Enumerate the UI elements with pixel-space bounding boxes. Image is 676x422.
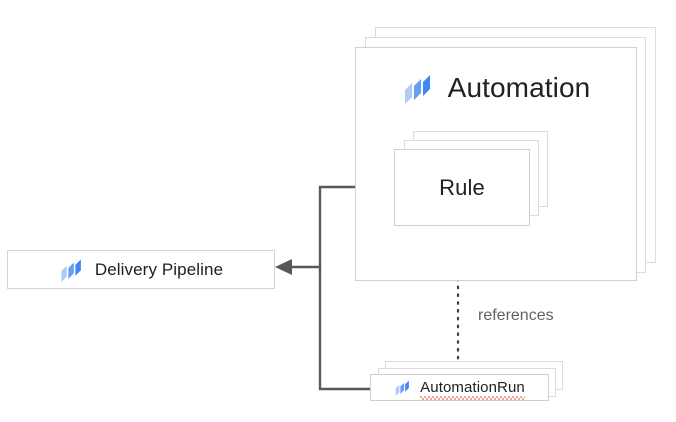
cloud-deploy-icon [394, 379, 411, 396]
delivery-pipeline-label-row: Delivery Pipeline [8, 251, 274, 288]
delivery-pipeline-label: Delivery Pipeline [94, 259, 224, 279]
cloud-deploy-icon [59, 257, 84, 282]
delivery-pipeline-card[interactable]: Delivery Pipeline [7, 250, 275, 289]
automationrun-label-row: AutomationRun [371, 375, 548, 400]
automation-title-row: Automation [355, 62, 637, 114]
automationrun-label: AutomationRun [420, 379, 525, 400]
automationrun-card[interactable]: AutomationRun [370, 374, 549, 401]
rule-card[interactable]: Rule [394, 149, 530, 226]
arrowhead-delivery-pipeline [275, 259, 292, 275]
cloud-deploy-icon [402, 72, 434, 104]
edge-automationrun-to-delivery-pipeline [318, 265, 372, 391]
rule-label: Rule [439, 174, 485, 200]
references-edge-label: references [478, 307, 554, 324]
automation-label: Automation [447, 72, 591, 103]
rule-label-row: Rule [395, 150, 529, 225]
